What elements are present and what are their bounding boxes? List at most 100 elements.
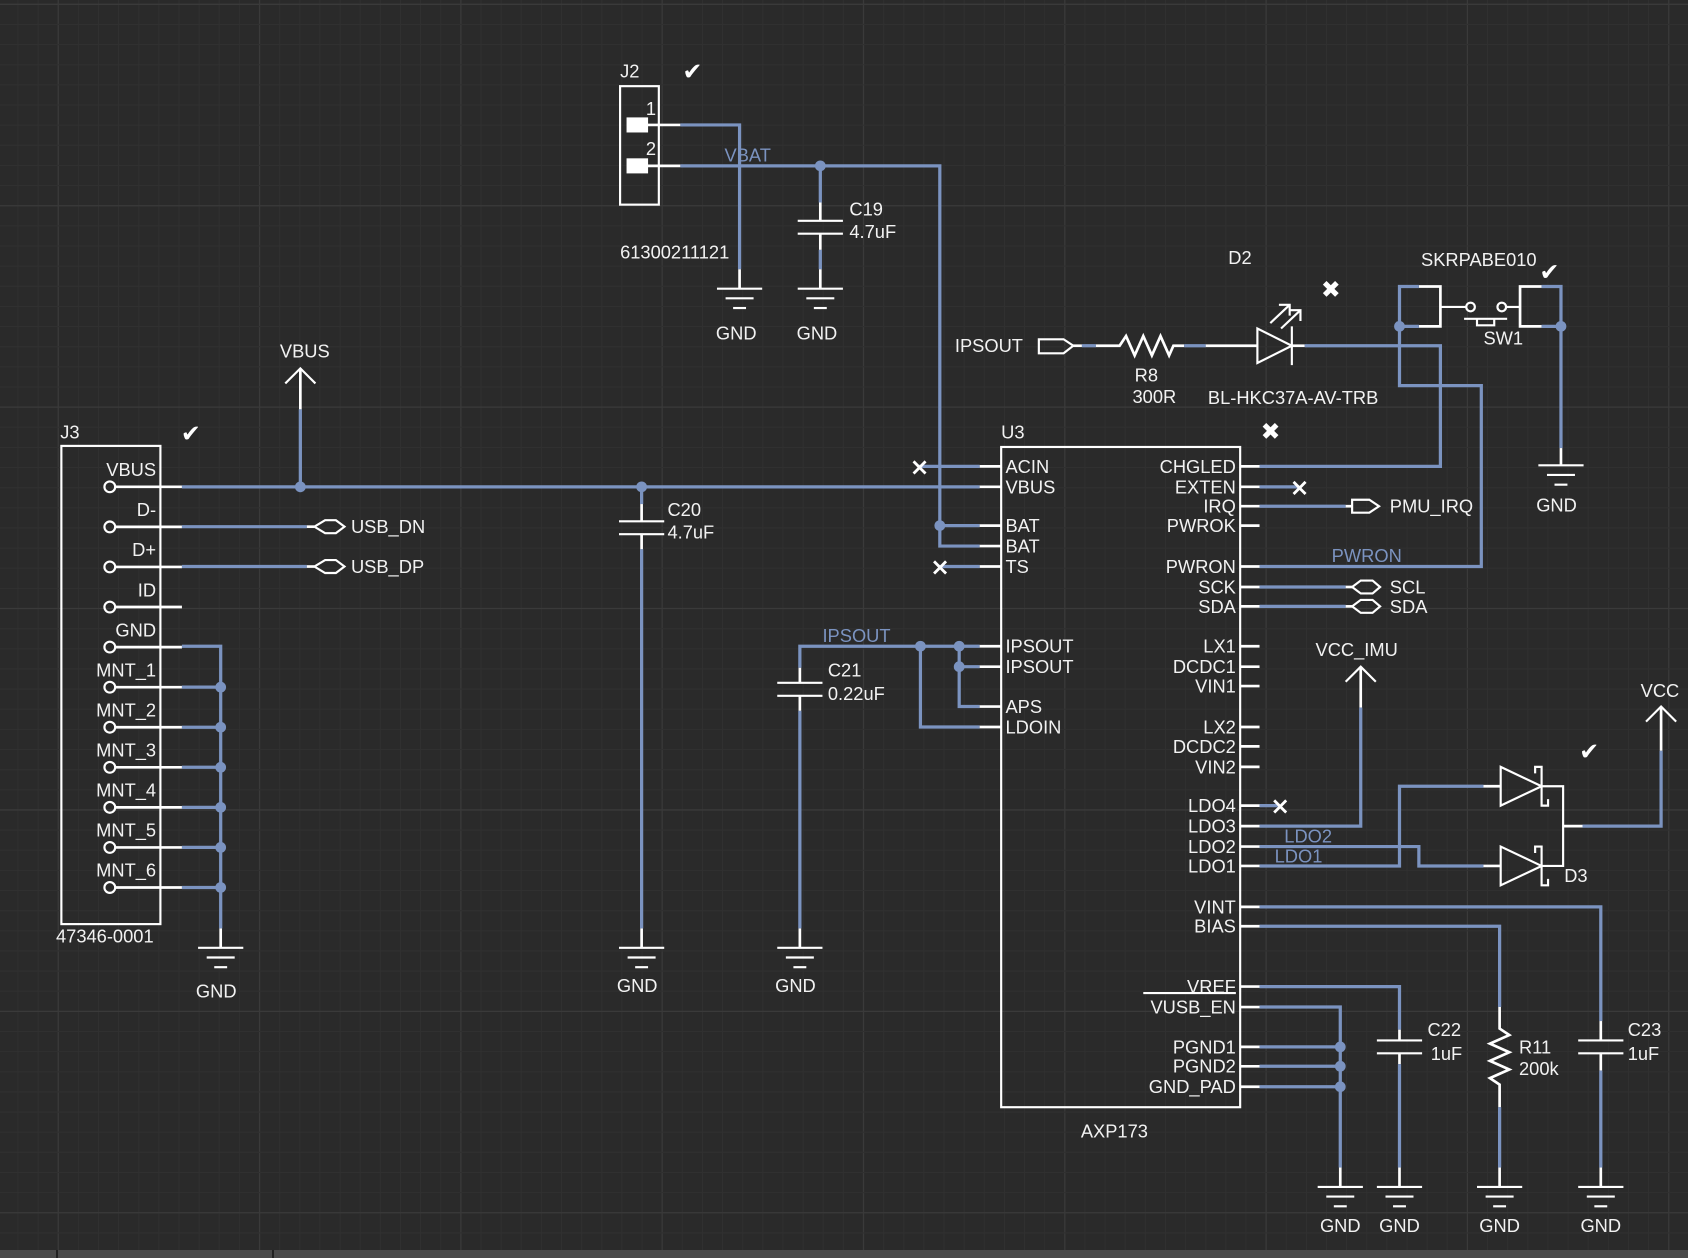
port-ipsout[interactable]: IPSOUT <box>955 335 1076 356</box>
u3-right-pin: CHGLED <box>1160 456 1260 477</box>
sw1-value: SKRPABE010 <box>1421 249 1537 270</box>
j3-body <box>60 444 162 926</box>
j3-pin-label: GND <box>115 619 156 640</box>
net-label-vbat: VBAT <box>725 145 771 166</box>
j3-pin: MNT_2 <box>96 699 182 734</box>
port-scl[interactable]: SCL <box>1350 576 1425 597</box>
gnd-symbol: GND <box>196 946 244 1001</box>
j3-pin-label: MNT_4 <box>96 780 156 802</box>
r8-ref: R8 <box>1135 364 1158 385</box>
u3-pin-label: BAT <box>1005 536 1039 557</box>
j3-pin: MNT_4 <box>96 780 182 814</box>
gnd-symbol: GND <box>1317 1185 1363 1236</box>
svg-text:GND: GND <box>1580 1215 1621 1236</box>
u3-right-pin: VREF <box>1187 976 1260 997</box>
u3-left-pin: APS <box>979 696 1042 717</box>
port-usb-dp[interactable]: USB_DP <box>312 556 424 578</box>
c22-value: 1uF <box>1431 1043 1463 1064</box>
power-port-vcc[interactable]: VCC <box>1641 680 1680 751</box>
component-c23[interactable]: C23 1uF <box>1578 1019 1661 1071</box>
c23-value: 1uF <box>1628 1043 1660 1064</box>
component-j3[interactable]: J3 ✔ VBUSD-D+IDGNDMNT_1MNT_2MNT_3MNT_4MN… <box>56 420 201 947</box>
error-icon: ✖ <box>1321 275 1341 303</box>
j3-pin: MNT_6 <box>96 860 182 894</box>
u3-right-pin: VINT <box>1194 896 1260 917</box>
wire-bias <box>1259 924 1502 1008</box>
gnd-symbol: GND <box>797 287 843 343</box>
u3-pin-label: VINT <box>1194 896 1236 917</box>
gnd-symbol: GND <box>1376 1185 1423 1236</box>
r11-ref: R11 <box>1519 1036 1551 1057</box>
u3-left-pin: TS <box>979 556 1029 577</box>
svg-text:VBUS: VBUS <box>280 341 330 362</box>
u3-left-pin: IPSOUT <box>979 656 1074 677</box>
gnd-symbol: GND <box>1536 464 1584 516</box>
component-j2[interactable]: J2 ✔ 1 2 61300211121 <box>619 58 729 263</box>
u3-pin-label: TS <box>1005 556 1028 577</box>
port-pmu-irq[interactable]: PMU_IRQ <box>1351 496 1473 518</box>
net-label-ipsout: IPSOUT <box>822 625 890 646</box>
error-icon: ✖ <box>1261 417 1281 445</box>
c20-ref: C20 <box>667 499 701 520</box>
component-sw1[interactable]: SKRPABE010 ✔ SW1 <box>1418 249 1559 349</box>
j3-pin-label: MNT_3 <box>96 740 156 762</box>
port-sda[interactable]: SDA <box>1350 596 1428 617</box>
component-d2[interactable]: D2 ✖ BL-HKC37A-AV-TRB <box>1205 247 1379 408</box>
component-c20[interactable]: C20 4.7uF <box>619 486 714 948</box>
noconnect-icon: × <box>910 453 930 481</box>
net-label-pwron: PWRON <box>1332 545 1402 566</box>
port-ipsout-label: IPSOUT <box>955 335 1023 356</box>
u3-right-pin: LX1 <box>1203 636 1260 657</box>
u3-pin-label: PWRON <box>1166 556 1236 577</box>
component-c22[interactable]: C22 1uF <box>1376 1019 1463 1065</box>
power-port-vcc-imu[interactable]: VCC_IMU <box>1316 639 1398 708</box>
u3-pin-label: SDA <box>1198 596 1236 617</box>
j3-pin-label: MNT_2 <box>96 699 156 721</box>
u3-pin-label: PWROK <box>1167 515 1236 536</box>
u3-pin-label: DCDC1 <box>1173 656 1236 677</box>
svg-text:GND: GND <box>775 975 816 996</box>
u3-pin-label: CHGLED <box>1160 456 1236 477</box>
component-u3[interactable]: U3 ✖ ACINVBUSBATBATTSIPSOUTIPSOUTAPSLDOI… <box>979 417 1281 1141</box>
j2-pad-2 <box>626 158 649 174</box>
u3-right-pin: PWROK <box>1167 515 1260 536</box>
port-usb-dn[interactable]: USB_DN <box>312 516 425 538</box>
j2-ref: J2 <box>620 61 639 82</box>
component-c21[interactable]: C21 0.22uF <box>777 659 885 948</box>
component-c19[interactable]: C19 4.7uF <box>797 165 896 289</box>
u3-right-pin: DCDC2 <box>1173 736 1260 757</box>
noconnect-icon: × <box>930 553 950 581</box>
u3-right-pin: SCK <box>1198 576 1260 597</box>
u3-right-pin: EXTEN <box>1175 476 1260 497</box>
j2-pin-2-label: 2 <box>646 138 656 159</box>
u3-pin-label: LDO4 <box>1188 795 1236 816</box>
u3-right-pin: VIN1 <box>1195 676 1260 697</box>
svg-text:GND: GND <box>617 975 658 996</box>
d2-value: BL-HKC37A-AV-TRB <box>1208 387 1378 408</box>
u3-pin-label: IPSOUT <box>1005 636 1073 657</box>
svg-text:PMU_IRQ: PMU_IRQ <box>1390 496 1473 518</box>
power-port-vbus[interactable]: VBUS <box>280 341 330 385</box>
u3-pin-label: EXTEN <box>1175 476 1236 497</box>
component-r11[interactable]: R11 200k <box>1486 1007 1560 1108</box>
u3-pin-label: VBUS <box>1005 476 1055 497</box>
component-r8[interactable]: R8 300R <box>1095 332 1185 407</box>
d2-ref: D2 <box>1228 247 1251 268</box>
u3-right-pin: PGND2 <box>1173 1056 1260 1077</box>
wire-chgled <box>1259 344 1443 468</box>
svg-text:GND: GND <box>1479 1215 1520 1236</box>
u3-right-pin: LX2 <box>1203 716 1260 737</box>
svg-text:GND: GND <box>716 322 757 343</box>
svg-text:VCC_IMU: VCC_IMU <box>1316 639 1398 661</box>
wire-j2-gnd <box>680 123 742 270</box>
u3-left-pin: BAT <box>979 515 1040 536</box>
wire-vref <box>1259 984 1402 1030</box>
u3-right-pin: BIAS <box>1194 916 1260 937</box>
noconnect-icon: × <box>1290 473 1310 501</box>
gnd-symbol: GND <box>617 946 665 996</box>
wire-vbat <box>680 164 980 528</box>
u3-pin-label: ACIN <box>1005 456 1049 477</box>
component-d3[interactable]: ✔ D3 <box>1483 737 1599 888</box>
svg-text:GND: GND <box>1379 1215 1420 1236</box>
